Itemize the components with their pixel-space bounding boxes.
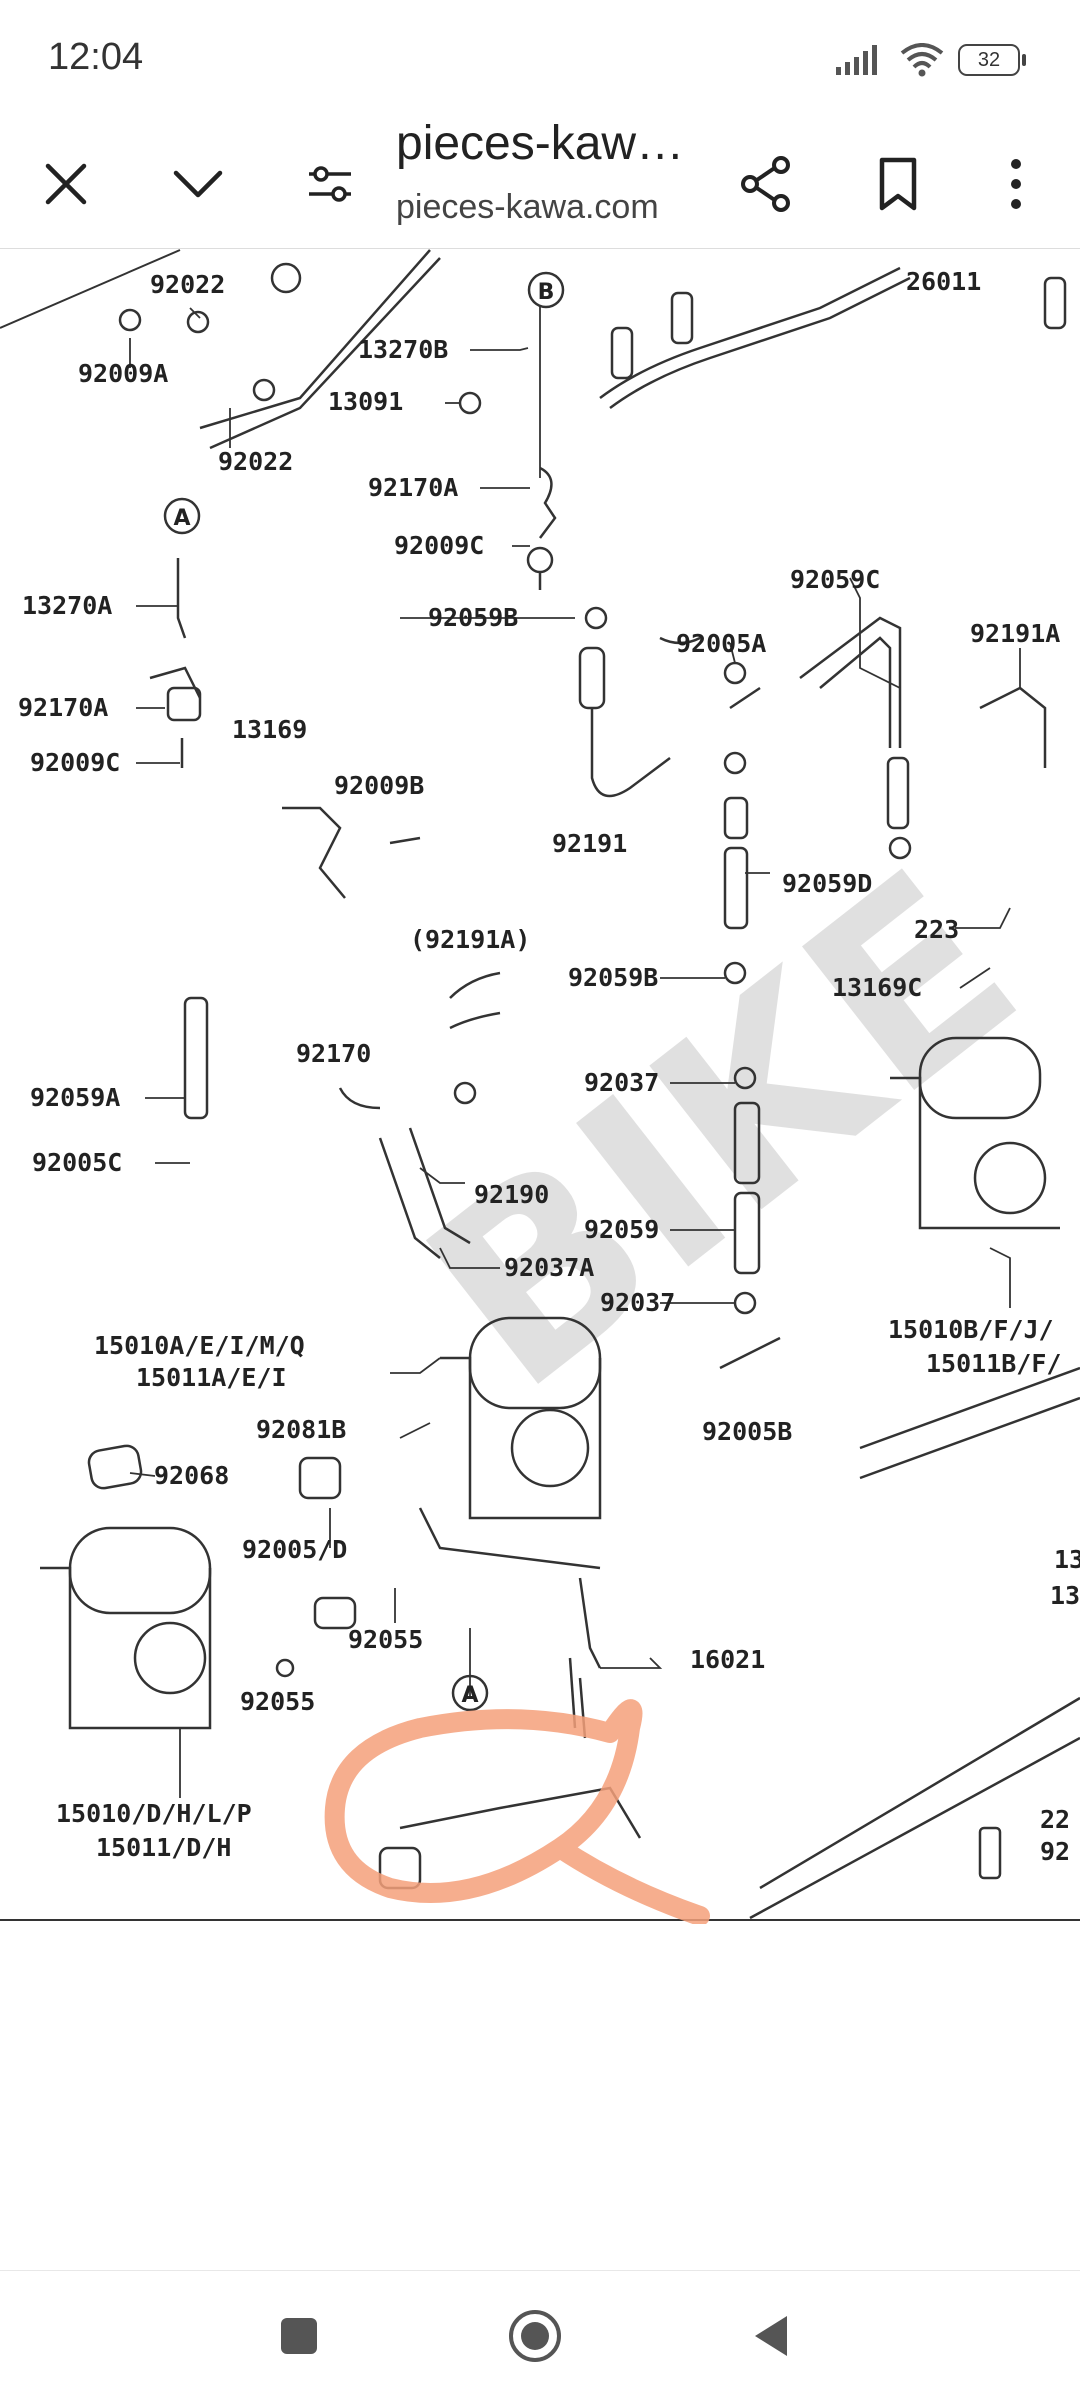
part-label: 92037A bbox=[504, 1253, 594, 1282]
part-label: 92005A bbox=[676, 629, 766, 658]
share-button[interactable] bbox=[726, 144, 806, 224]
diagram-frame bbox=[0, 249, 1080, 1921]
part-label: 13 bbox=[1050, 1581, 1080, 1610]
back-button[interactable] bbox=[726, 2291, 816, 2381]
callout-b: B bbox=[538, 280, 555, 305]
part-label: 92037 bbox=[584, 1068, 659, 1097]
close-icon bbox=[45, 163, 87, 205]
page-domain[interactable]: pieces-kawa.com bbox=[396, 188, 659, 226]
share-icon bbox=[741, 156, 790, 212]
expand-button[interactable] bbox=[158, 144, 238, 224]
tune-icon bbox=[309, 166, 351, 202]
callout-a: A bbox=[173, 506, 190, 531]
part-label: 92191 bbox=[552, 829, 627, 858]
home-button[interactable] bbox=[490, 2291, 580, 2381]
part-label: 15011B/F/ bbox=[926, 1349, 1061, 1378]
part-label: 92059C bbox=[790, 565, 880, 594]
part-label: 92170 bbox=[296, 1039, 371, 1068]
browser-toolbar bbox=[0, 120, 1080, 249]
part-label: 92009C bbox=[30, 748, 120, 777]
status-time: 12:04 bbox=[48, 36, 144, 78]
more-button[interactable] bbox=[976, 144, 1056, 224]
part-label: 92191A bbox=[970, 619, 1060, 648]
part-label: 92068 bbox=[154, 1461, 229, 1490]
system-navigation-bar bbox=[0, 2270, 1080, 2401]
part-label: 92022 bbox=[218, 447, 293, 476]
bookmark-icon bbox=[879, 157, 917, 211]
recents-button[interactable] bbox=[254, 2291, 344, 2381]
part-label: 15010A/E/I/M/Q bbox=[94, 1331, 305, 1360]
home-icon bbox=[509, 2310, 561, 2362]
part-label: (92191A) bbox=[410, 925, 530, 954]
chevron-down-icon bbox=[173, 170, 223, 198]
part-label: 13169 bbox=[232, 715, 307, 744]
part-label: 92005/D bbox=[242, 1535, 347, 1564]
battery-level: 32 bbox=[977, 48, 1001, 71]
part-label: 92009A bbox=[78, 359, 168, 388]
part-label: 92022 bbox=[150, 270, 225, 299]
callout-a: A bbox=[461, 1683, 478, 1708]
diagram-parts bbox=[40, 249, 1080, 1920]
recents-icon bbox=[281, 2318, 317, 2354]
part-label: 15011A/E/I bbox=[136, 1363, 287, 1392]
wifi-icon bbox=[900, 43, 944, 77]
part-label: 92059 bbox=[584, 1215, 659, 1244]
part-label: 92005C bbox=[32, 1148, 122, 1177]
part-label: 92059D bbox=[782, 869, 872, 898]
part-label: 13091 bbox=[328, 387, 403, 416]
part-label: 92170A bbox=[18, 693, 108, 722]
part-labels: 92022 92009A 92022 13270B 13091 92170A 9… bbox=[18, 267, 1080, 1866]
signal-icon bbox=[836, 45, 877, 75]
part-label: 16021 bbox=[690, 1645, 765, 1674]
highlight-circle-annotation bbox=[324, 1699, 710, 1924]
part-label: 92170A bbox=[368, 473, 458, 502]
part-label: 15010B/F/J/ bbox=[888, 1315, 1054, 1344]
back-icon bbox=[755, 2316, 787, 2356]
part-label: 26011 bbox=[906, 267, 981, 296]
part-label: 92 bbox=[1040, 1837, 1070, 1866]
part-label: 92005B bbox=[702, 1417, 792, 1446]
bookmark-button[interactable] bbox=[858, 144, 938, 224]
part-label: 13270B bbox=[358, 335, 448, 364]
part-label: 92081B bbox=[256, 1415, 346, 1444]
part-label: 92009C bbox=[394, 531, 484, 560]
status-bar: 12:04 32 bbox=[0, 0, 1080, 120]
part-label: 92009B bbox=[334, 771, 424, 800]
leader-lines bbox=[129, 306, 1021, 1798]
callout-circles bbox=[163, 271, 565, 1712]
status-icons: 32 bbox=[836, 40, 1026, 80]
more-vert-icon bbox=[1011, 159, 1021, 209]
close-button[interactable] bbox=[26, 144, 106, 224]
page-title[interactable]: pieces-kaw… bbox=[396, 117, 685, 170]
part-label: 92059B bbox=[568, 963, 658, 992]
part-label: 15010/D/H/L/P bbox=[56, 1799, 252, 1828]
part-label: 22 bbox=[1040, 1805, 1070, 1834]
part-label: 13270A bbox=[22, 591, 112, 620]
part-label: 92059A bbox=[30, 1083, 120, 1112]
part-label: 223 bbox=[914, 915, 959, 944]
part-label: 13169C bbox=[832, 973, 922, 1002]
parts-diagram-image: BIKE bbox=[0, 249, 1080, 1924]
part-label: 92190 bbox=[474, 1180, 549, 1209]
part-label: 92037 bbox=[600, 1288, 675, 1317]
part-label: 13 bbox=[1054, 1545, 1080, 1574]
part-label: 92055 bbox=[240, 1687, 315, 1716]
part-label: 92055 bbox=[348, 1625, 423, 1654]
part-label: 15011/D/H bbox=[96, 1833, 231, 1862]
part-label: 92059B bbox=[428, 603, 518, 632]
battery-icon: 32 bbox=[958, 44, 1026, 76]
site-settings-button[interactable] bbox=[290, 144, 370, 224]
